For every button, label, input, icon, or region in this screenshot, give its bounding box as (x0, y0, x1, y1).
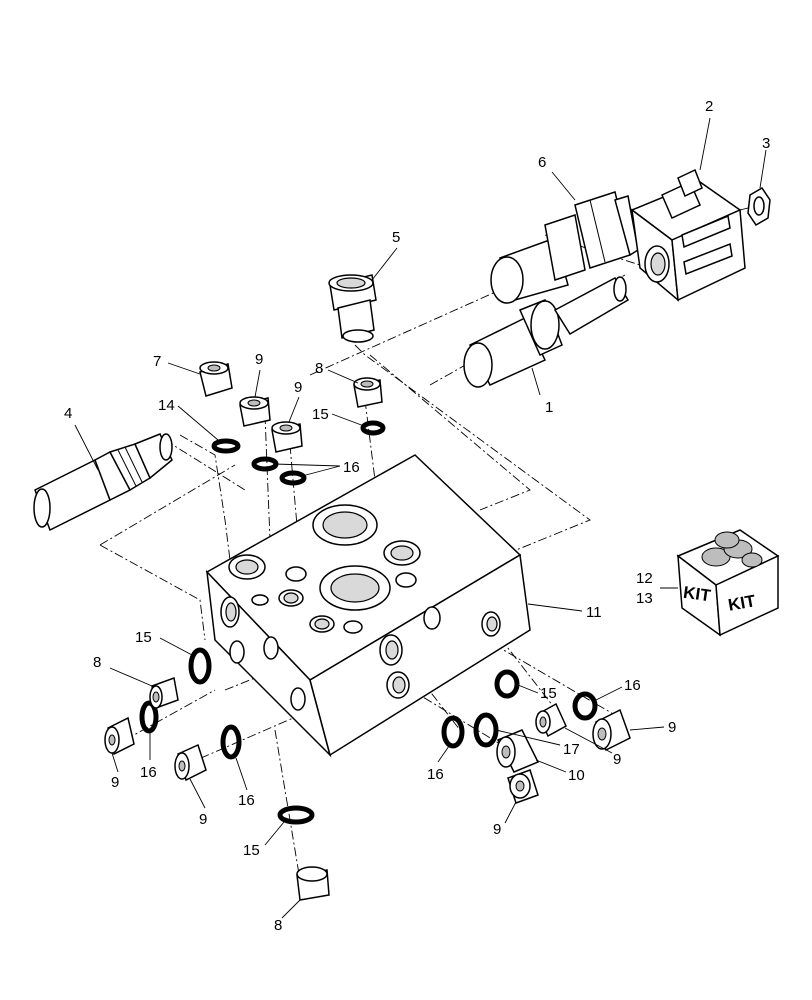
callout-10: 10 (568, 767, 585, 784)
callout-15-a: 15 (312, 406, 329, 423)
callout-11: 11 (586, 604, 602, 621)
retaining-nut (747, 186, 771, 227)
callout-15-d: 15 (540, 685, 557, 702)
plug-9-right (592, 708, 631, 752)
plug-8-top (353, 377, 383, 408)
kit-label-front: KIT (682, 583, 712, 606)
callout-9-b: 9 (294, 379, 302, 396)
plug-9-bottom-right (507, 769, 539, 804)
callout-labels: 1 2 3 4 5 6 7 9 9 8 14 15 16 11 12 13 15… (64, 98, 770, 934)
plug-8-bottom (296, 866, 330, 901)
plug-9-top-left (239, 396, 271, 427)
callout-9-d: 9 (199, 811, 207, 828)
callout-9-c: 9 (111, 774, 119, 791)
leader-lines (74, 117, 767, 919)
callout-9-e: 9 (668, 719, 676, 736)
callout-5: 5 (392, 229, 400, 246)
o-rings (139, 420, 598, 825)
solenoid-coil-stem (463, 276, 630, 388)
callout-16-d: 16 (427, 766, 444, 783)
callout-8-bottom: 8 (274, 917, 282, 934)
callout-4: 4 (64, 405, 72, 422)
callout-6: 6 (538, 154, 546, 171)
callout-9-f: 9 (613, 751, 621, 768)
relief-valve (33, 433, 173, 532)
callout-16-a: 16 (343, 459, 360, 476)
callout-15-c: 15 (243, 842, 260, 859)
callout-9-a: 9 (255, 351, 263, 368)
plug-9-lower-left (174, 743, 207, 782)
callout-16-c: 16 (238, 792, 255, 809)
solenoid-coil (630, 168, 746, 302)
callout-3: 3 (762, 135, 770, 152)
callout-13: 13 (636, 590, 653, 607)
plug-9-right-small (535, 702, 567, 738)
callout-8-left: 8 (93, 654, 101, 671)
plug-8-left (149, 676, 179, 710)
callout-7: 7 (153, 353, 161, 370)
seal-kit-box: KIT KIT (676, 529, 780, 637)
callout-8-top: 8 (315, 360, 323, 377)
callout-17: 17 (563, 741, 580, 758)
plug-9-far-left (104, 716, 135, 756)
callout-16-b: 16 (140, 764, 157, 781)
plug-7 (199, 361, 233, 397)
plug-9-top-right (271, 421, 303, 453)
orifice-plug-10 (496, 729, 540, 773)
callout-12: 12 (636, 570, 653, 587)
solenoid-valve-cartridge (490, 191, 639, 304)
callout-15-b: 15 (135, 629, 152, 646)
valve-manifold-block (205, 454, 531, 758)
vent-plug (328, 274, 377, 343)
kit-label-side: KIT (727, 591, 758, 615)
callout-1: 1 (545, 399, 553, 416)
callout-9-g: 9 (493, 821, 501, 838)
callout-14: 14 (158, 397, 175, 414)
callout-2: 2 (705, 98, 713, 115)
callout-16-e: 16 (624, 677, 641, 694)
